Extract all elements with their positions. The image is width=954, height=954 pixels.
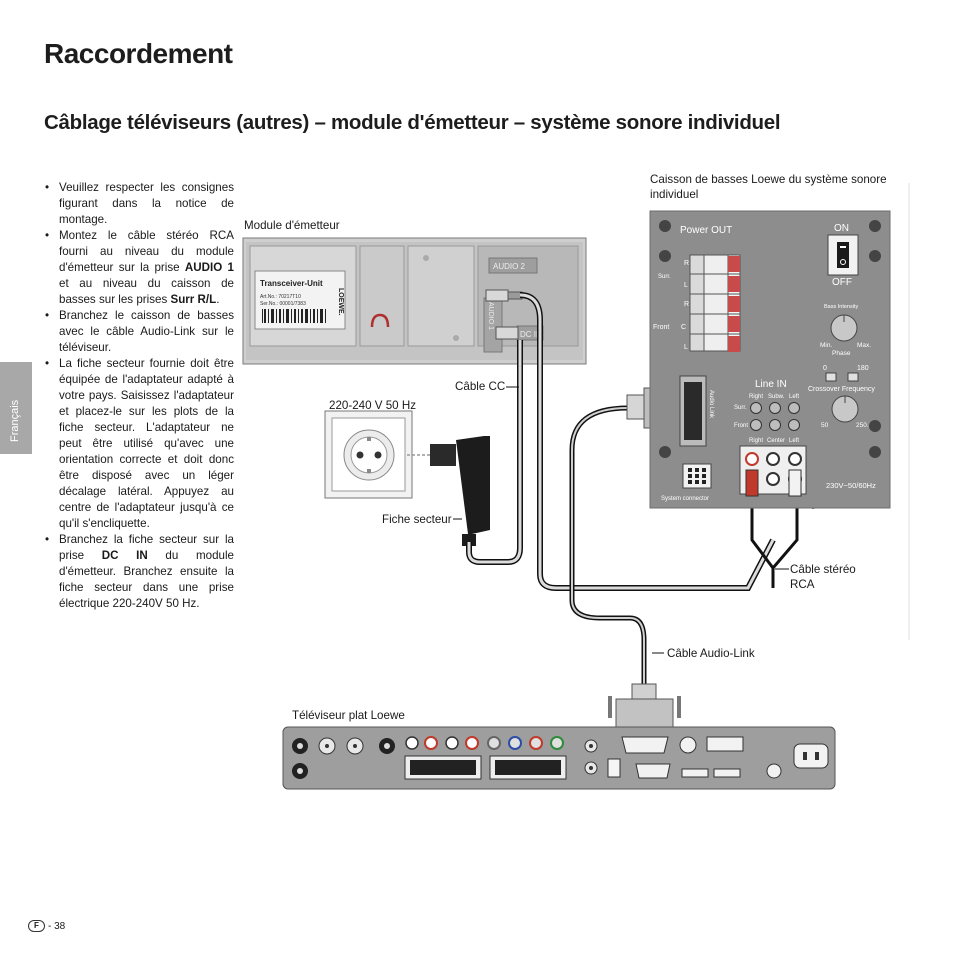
barcode xyxy=(262,309,326,323)
svg-text:50: 50 xyxy=(821,422,829,429)
page-number: - 38 xyxy=(48,920,66,932)
module-ser-no: Ser.No.: 00001/7383 xyxy=(260,301,306,307)
power-plug xyxy=(407,436,490,546)
svg-text:System connector: System connector xyxy=(661,496,709,502)
instruction-item: La fiche secteur fournie doit être équip… xyxy=(44,356,234,532)
module-dcin-label: DC IN xyxy=(520,330,542,339)
svg-text:Front: Front xyxy=(734,423,748,429)
section-title: Câblage téléviseurs (autres) – module d'… xyxy=(44,111,781,134)
module-art-no: Art.No.: 70217T10 xyxy=(260,294,301,300)
tv-back-panel xyxy=(282,726,836,790)
svg-text:L: L xyxy=(684,282,688,289)
scart-ports[interactable] xyxy=(404,755,567,780)
tv-rca-jacks[interactable] xyxy=(405,736,564,750)
svg-text:R: R xyxy=(684,301,689,308)
svg-text:Phase: Phase xyxy=(832,350,851,357)
svg-text:Bass Intensity: Bass Intensity xyxy=(824,304,858,310)
wall-outlet xyxy=(324,410,413,499)
language-badge: F xyxy=(28,920,45,932)
svg-text:Surr.: Surr. xyxy=(658,274,671,280)
svg-text:Min.: Min. xyxy=(820,342,832,349)
on-label: ON xyxy=(834,223,849,234)
line-in-jacks[interactable] xyxy=(750,402,800,431)
instruction-item: Montez le câble stéréo RCA fourni au niv… xyxy=(44,228,234,308)
page-title: Raccordement xyxy=(44,38,233,69)
rca-plug-red xyxy=(745,469,759,497)
svg-text:Right: Right xyxy=(749,438,763,444)
svg-text:Right: Right xyxy=(749,394,763,400)
phase-switch[interactable] xyxy=(825,372,837,382)
outlet-label: 220-240 V 50 Hz xyxy=(329,399,417,412)
audiolink-connector-bottom xyxy=(608,683,681,730)
instruction-list: Veuillez respecter les consignes figuran… xyxy=(44,180,234,612)
language-tab[interactable]: Français xyxy=(0,362,32,454)
instruction-item: Branchez le caisson de basses avec le câ… xyxy=(44,308,234,356)
rca-plug xyxy=(485,289,509,302)
module-audio2-label: AUDIO 2 xyxy=(493,262,526,271)
page-footer: F - 38 xyxy=(28,920,65,932)
module-label: Module d'émetteur xyxy=(244,219,340,232)
module-unit-title: Transceiver-Unit xyxy=(260,279,323,288)
svg-text:230V~50/60Hz: 230V~50/60Hz xyxy=(826,481,876,490)
svg-text:Audio Link: Audio Link xyxy=(708,390,714,419)
svg-text:Max.: Max. xyxy=(857,342,871,349)
off-label: OFF xyxy=(832,277,852,288)
speaker-terminals[interactable] xyxy=(689,254,741,352)
tv-label: Téléviseur plat Loewe xyxy=(292,709,405,722)
svg-text:L: L xyxy=(684,344,688,351)
instruction-item: Branchez la fiche secteur sur la prise D… xyxy=(44,532,234,612)
module-brand: LOEWE. xyxy=(337,288,344,316)
svg-text:Left: Left xyxy=(789,394,799,400)
instruction-item: Veuillez respecter les consignes figuran… xyxy=(44,180,234,228)
cable-rca-label: Câble stéréo RCA xyxy=(790,563,856,591)
svg-text:Subw.: Subw. xyxy=(768,394,785,400)
plug-label: Fiche secteur xyxy=(382,513,452,526)
tv-power-socket xyxy=(793,743,829,769)
svg-text:0: 0 xyxy=(823,365,827,372)
line-in-label: Line IN xyxy=(755,379,787,390)
svg-text:C: C xyxy=(681,324,686,331)
svg-text:250.: 250. xyxy=(856,422,869,429)
svg-text:Left: Left xyxy=(789,438,799,444)
lock-icon xyxy=(370,313,390,328)
audio-link-port[interactable] xyxy=(684,382,702,440)
power-out-label: Power OUT xyxy=(680,225,732,236)
transceiver-module: Transceiver-Unit Art.No.: 70217T10 Ser.N… xyxy=(242,237,587,365)
svg-text:Center: Center xyxy=(767,438,785,444)
module-audio1-label: AUDIO 1 xyxy=(487,302,494,330)
svg-text:Crossover Frequency: Crossover Frequency xyxy=(808,386,875,393)
cable-audiolink-label: Câble Audio-Link xyxy=(667,647,755,660)
dc-plug xyxy=(495,326,519,340)
svg-text:R: R xyxy=(684,260,689,267)
svg-text:Surr.: Surr. xyxy=(734,405,747,411)
svg-text:180: 180 xyxy=(857,365,869,372)
tv-audio-link-port xyxy=(621,736,669,754)
svg-text:Front: Front xyxy=(653,324,669,331)
rca-plug-white xyxy=(788,469,802,497)
subwoofer-panel: Power OUT ON OFF R L R C L Surr. Front B… xyxy=(649,210,891,509)
subwoofer-label: Caisson de basses Loewe du système sonor… xyxy=(650,173,887,201)
cables xyxy=(466,292,891,684)
cable-dc-label: Câble CC xyxy=(455,380,506,393)
